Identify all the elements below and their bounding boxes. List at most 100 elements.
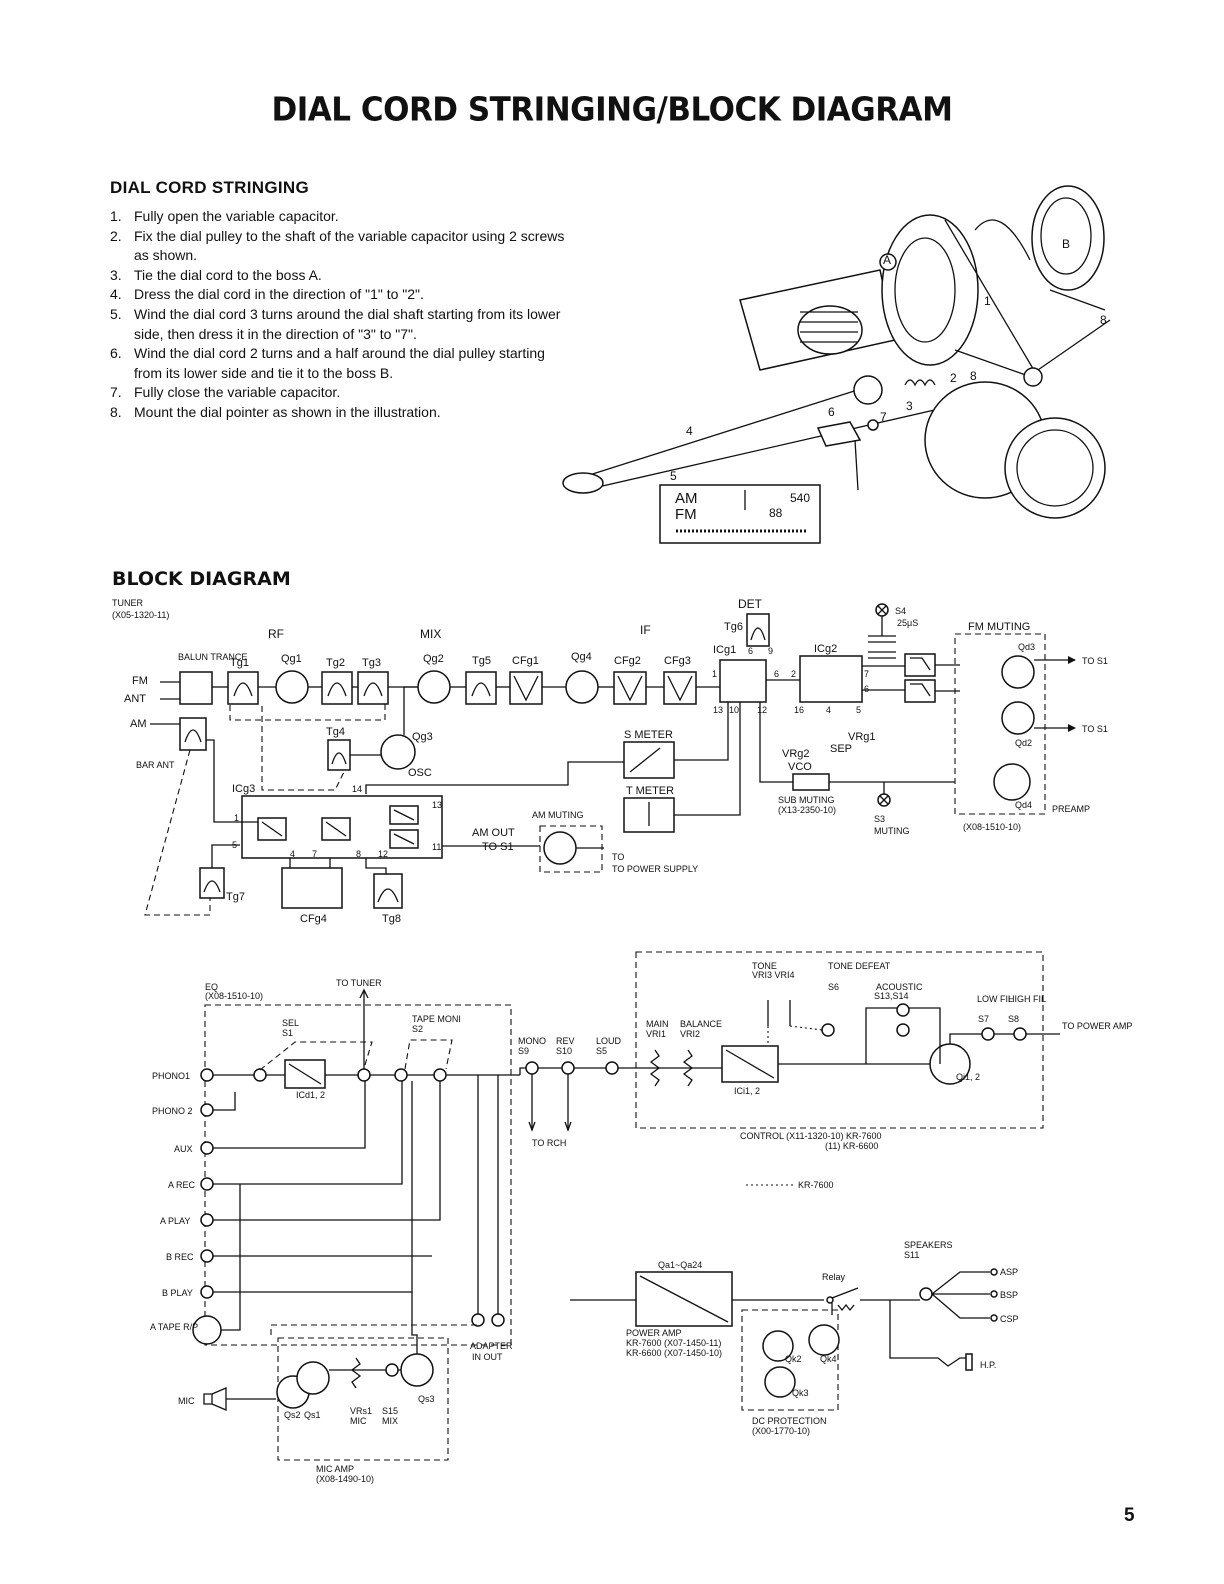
in-out-label: IN OUT xyxy=(472,1352,503,1362)
am-to-s1: TO S1 xyxy=(482,841,514,853)
part-cfg3: CFg3 xyxy=(664,655,691,667)
low-fil-label: LOW FIL xyxy=(977,994,1013,1004)
boss-a-label: A xyxy=(883,253,891,267)
qd4-label: Qd4 xyxy=(1015,800,1032,810)
vrs1-label: VRs1 xyxy=(350,1406,372,1416)
part-tg8: Tg8 xyxy=(382,913,401,925)
sub-muting-label: SUB MUTING xyxy=(778,795,835,805)
mix-label: MIX xyxy=(382,1416,398,1426)
balance-vr: VRI2 xyxy=(680,1029,700,1039)
part-tg5: Tg5 xyxy=(472,655,491,667)
t-meter-label: T METER xyxy=(626,785,674,797)
tape-moni-label: TAPE MONI xyxy=(412,1014,461,1024)
mic-amp-label: MIC AMP xyxy=(316,1464,354,1474)
tone-defeat-switch: S6 xyxy=(828,982,839,992)
kr7600-legend: KR-7600 xyxy=(798,1180,834,1190)
dial-cord-heading: DIAL CORD STRINGING xyxy=(110,178,310,197)
speakers-switch: S11 xyxy=(904,1250,919,1260)
s-meter xyxy=(623,741,675,779)
jack-a-rec xyxy=(200,1177,214,1191)
section-if: IF xyxy=(640,623,651,637)
vrg1-label: VRg1 xyxy=(848,731,876,743)
balun-label: BALUN TRANCE xyxy=(178,652,247,662)
adapter-jack xyxy=(491,1313,505,1327)
icg2-pin: 6 xyxy=(864,684,869,694)
part-tg7: Tg7 xyxy=(226,891,245,903)
scale-am: AM xyxy=(675,490,698,507)
part-qg3: Qg3 xyxy=(412,731,433,743)
to-s1-a: TO S1 xyxy=(1082,656,1108,666)
power-amp-kr7600: KR-7600 (X07-1450-11) xyxy=(626,1338,721,1348)
icg3-pin: 13 xyxy=(432,800,442,810)
part-qg1: Qg1 xyxy=(281,653,302,665)
preamp-part: (X08-1510-10) xyxy=(963,822,1021,832)
adapter-label: ADAPTER xyxy=(470,1341,513,1351)
qd3-label: Qd3 xyxy=(1018,642,1035,652)
input-label: A REC xyxy=(168,1180,196,1190)
dial-cord-steps: 1.Fully open the variable capacitor. 2.F… xyxy=(110,207,565,423)
dial-scale xyxy=(659,484,821,544)
scale-fm: FM xyxy=(675,506,697,523)
vrg2-label: VRg2 xyxy=(782,748,810,760)
high-fil-label: HIGH FIL xyxy=(1008,994,1046,1004)
loud-switch-node xyxy=(605,1061,619,1075)
low-fil-switch-node xyxy=(981,1027,995,1041)
loud-switch: S5 xyxy=(596,1046,607,1056)
jack-aux xyxy=(200,1141,214,1155)
muting-label: MUTING xyxy=(874,826,910,836)
relay-contact xyxy=(826,1296,834,1304)
acoustic-switch-node xyxy=(896,1023,910,1037)
part-icg3: ICg3 xyxy=(232,783,255,795)
icg3-pin: 8 xyxy=(356,849,361,859)
acoustic-switch-node xyxy=(896,1003,910,1017)
qi-label: Qi1, 2 xyxy=(956,1072,980,1082)
input-label: AUX xyxy=(174,1144,193,1154)
ic-icg2 xyxy=(799,655,863,703)
icg1-pin: 1 xyxy=(712,669,717,679)
speaker-bsp: BSP xyxy=(1000,1290,1018,1300)
icg3-pin: 1 xyxy=(234,813,239,823)
transistor-qg4 xyxy=(565,670,599,704)
eq-box xyxy=(204,1004,512,1346)
part-icg2: ICg2 xyxy=(814,643,837,655)
step-item: 1.Fully open the variable capacitor. xyxy=(110,208,339,224)
tone-vr: VRI3 VRI4 xyxy=(752,970,795,980)
part-cfg4: CFg4 xyxy=(300,913,327,925)
acoustic-switch: S13,S14 xyxy=(874,991,909,1001)
icg1-pin: 6 xyxy=(774,669,779,679)
mic-label: MIC xyxy=(350,1416,367,1426)
part-tg1: Tg1 xyxy=(230,657,249,669)
icg3-pin: 4 xyxy=(290,849,295,859)
part-icg1: ICg1 xyxy=(713,644,736,656)
cord-number: 4 xyxy=(686,424,693,438)
icg1-pin: 10 xyxy=(729,705,739,715)
input-label: B REC xyxy=(166,1252,194,1262)
am-muting-label: AM MUTING xyxy=(532,810,584,820)
part-tg6: Tg6 xyxy=(724,621,743,633)
tape-moni-node xyxy=(394,1068,408,1082)
control-box xyxy=(635,951,1044,1129)
to-power-amp: TO POWER AMP xyxy=(1062,1021,1132,1031)
coil-tg1 xyxy=(227,671,259,705)
input-label: PHONO 2 xyxy=(152,1106,193,1116)
section-mix: MIX xyxy=(420,627,441,641)
transistor-qd3 xyxy=(1001,655,1035,689)
to-tuner: TO TUNER xyxy=(336,978,382,988)
step-item: 6.Wind the dial cord 2 turns and a half … xyxy=(110,345,545,381)
transistor-qk2 xyxy=(762,1330,794,1362)
dc-protection-box xyxy=(741,1309,839,1411)
section-rf: RF xyxy=(268,627,284,641)
bar-antenna-coil xyxy=(179,717,207,751)
dc-protection-label: DC PROTECTION xyxy=(752,1416,827,1426)
ici-label: ICi1, 2 xyxy=(734,1086,760,1096)
s3-label: S3 xyxy=(874,814,885,824)
to-rch: TO RCH xyxy=(532,1138,566,1148)
sep-label: SEP xyxy=(830,743,852,755)
transistor-qd2 xyxy=(1001,701,1035,735)
mono-switch-node xyxy=(525,1061,539,1075)
scale-am-value: 540 xyxy=(790,491,810,505)
part-qg2: Qg2 xyxy=(423,653,444,665)
cord-number: 7 xyxy=(880,410,887,424)
bar-ant: BAR ANT xyxy=(136,760,175,770)
ic-icg1 xyxy=(719,659,767,703)
